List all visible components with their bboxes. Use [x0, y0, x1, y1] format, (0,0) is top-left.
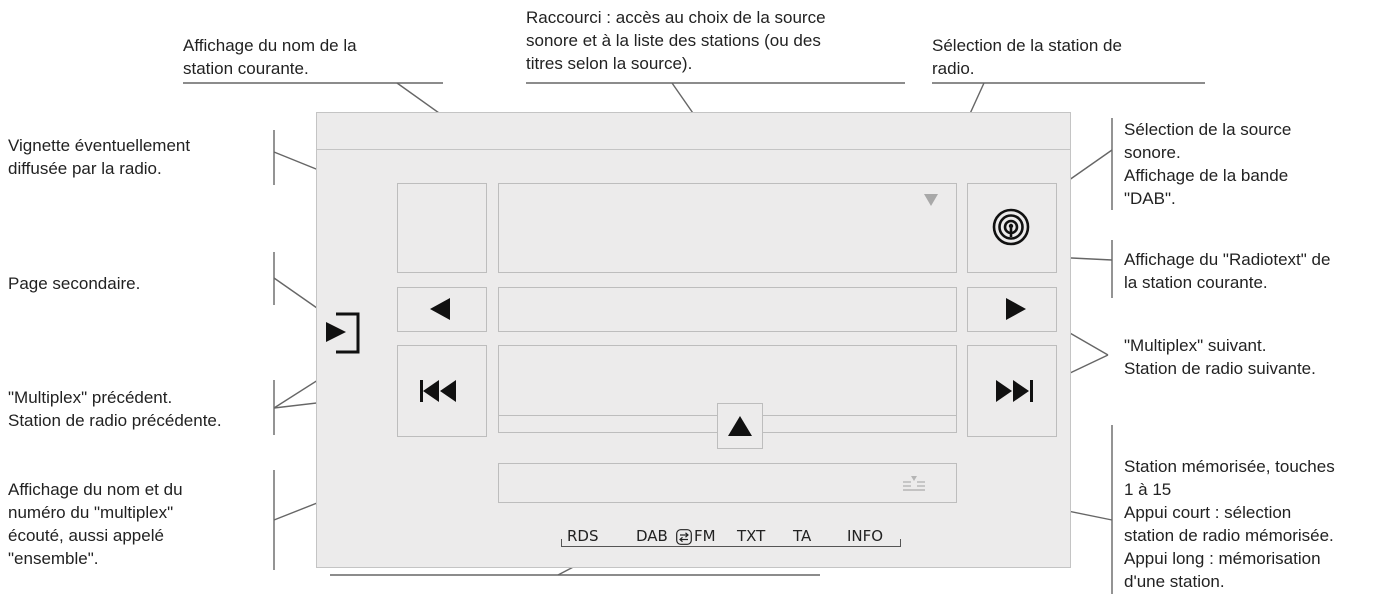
triangle-left-icon	[430, 298, 450, 320]
annotation-shortcut: Raccourci : accès au choix de la source …	[526, 8, 826, 73]
source-select-button[interactable]	[967, 183, 1057, 273]
status-txt: TXT	[737, 527, 766, 545]
next-station-button[interactable]	[967, 345, 1057, 437]
dropdown-arrow-icon[interactable]	[924, 194, 938, 206]
status-fm: FM	[694, 527, 716, 545]
status-bar: RDS DAB FM TXT TA INFO	[561, 527, 901, 553]
annotation-station-name: Affichage du nom de la station courante.	[183, 36, 357, 78]
previous-station-button[interactable]	[397, 345, 487, 437]
annotation-multiplex-name: Affichage du nom et du numéro du "multip…	[8, 480, 183, 568]
status-ta: TA	[793, 527, 812, 545]
shortcut-bar[interactable]	[317, 113, 1070, 150]
annotation-preset: Station mémorisée, touches 1 à 15 Appui …	[1124, 457, 1335, 591]
annotation-source-select: Sélection de la source sonore. Affichage…	[1124, 120, 1292, 208]
annotation-next: "Multiplex" suivant. Station de radio su…	[1124, 336, 1316, 378]
status-dab: DAB	[636, 527, 668, 545]
next-multiplex-button[interactable]	[967, 287, 1057, 332]
annotation-thumbnail: Vignette éventuellement diffusée par la …	[8, 136, 191, 178]
skip-forward-icon	[996, 380, 1033, 402]
expand-button[interactable]	[717, 403, 763, 449]
station-thumbnail	[397, 183, 487, 273]
preset-list-icon	[903, 476, 925, 491]
annotation-station-select: Sélection de la station de radio.	[932, 36, 1122, 78]
status-bracket	[561, 539, 901, 547]
radio-waves-icon	[992, 208, 1030, 246]
triangle-right-icon	[1006, 298, 1026, 320]
radiotext-display	[498, 287, 957, 332]
station-name-display[interactable]	[498, 183, 957, 273]
page-enter-icon[interactable]	[322, 311, 362, 355]
preset-bar[interactable]	[498, 463, 957, 503]
annotation-secondary-page: Page secondaire.	[8, 274, 141, 293]
previous-multiplex-button[interactable]	[397, 287, 487, 332]
annotation-previous: "Multiplex" précédent. Station de radio …	[8, 388, 222, 430]
annotation-radiotext: Affichage du "Radiotext" de la station c…	[1124, 250, 1331, 292]
triangle-up-icon	[728, 416, 752, 436]
status-rds: RDS	[567, 527, 599, 545]
status-info: INFO	[847, 527, 884, 545]
switch-arrows-icon	[676, 529, 692, 545]
radio-screen: RDS DAB FM TXT TA INFO	[316, 112, 1071, 568]
skip-back-icon	[420, 380, 456, 402]
